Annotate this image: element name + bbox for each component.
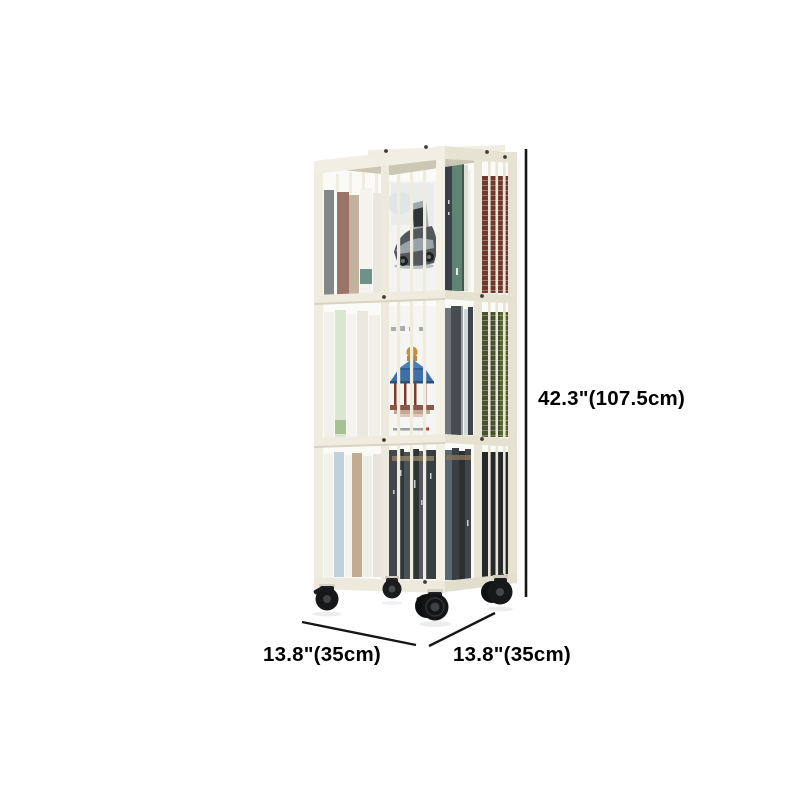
depth-dimension-label: 13.8"(35cm) — [453, 643, 571, 666]
caster-wheels — [313, 575, 513, 627]
top-rail-side — [445, 146, 517, 163]
tier-3-books — [324, 442, 508, 581]
dimension-annotations: 42.3"(107.5cm) 13.8"(35cm) 13.8"(35cm) — [263, 149, 685, 666]
height-dimension-label: 42.3"(107.5cm) — [538, 387, 685, 410]
tier-1-books — [324, 155, 508, 296]
top-rail-front — [314, 146, 445, 174]
post-front-mid — [381, 153, 389, 586]
width-dimension-label: 13.8"(35cm) — [263, 643, 381, 666]
depth-dimension-line — [428, 611, 496, 648]
tier-2-books — [324, 298, 508, 439]
bottom-rail-front — [314, 577, 445, 593]
post-left — [314, 166, 323, 588]
caster-rear — [382, 576, 402, 599]
bookshelf — [313, 145, 520, 627]
caster-left — [313, 584, 339, 611]
car-illustration — [394, 200, 438, 269]
post-front-right — [436, 146, 445, 590]
width-dimension-line — [301, 620, 417, 647]
caster-right — [481, 575, 513, 605]
post-back-right — [508, 152, 517, 578]
frame — [314, 145, 517, 593]
caster-front-brake — [415, 589, 449, 621]
post-side-mid — [474, 149, 482, 584]
